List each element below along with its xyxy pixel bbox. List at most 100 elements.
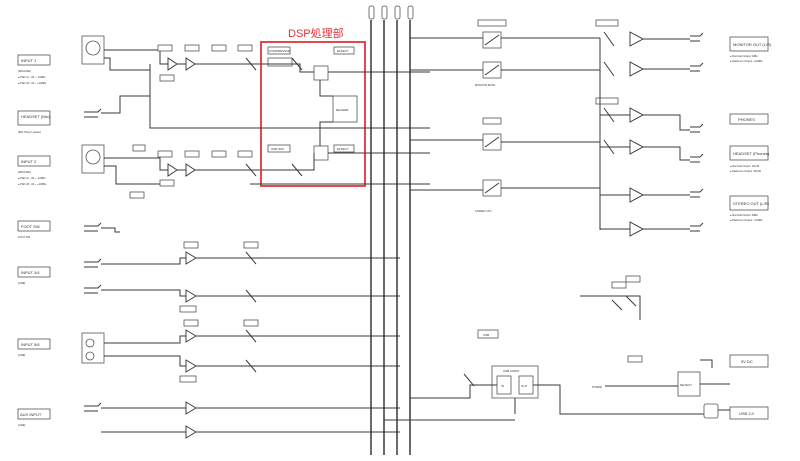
dc-in-label: 5V DC (741, 359, 753, 364)
monitor-vol-box (595, 19, 619, 27)
input-2-label: INPUT 2 (21, 159, 37, 164)
stereo-out-label: STEREO OUT (L/R) (733, 201, 770, 206)
ch1-preamp (167, 57, 178, 71)
input-5-6-block: INPUT 5/6 [LINE] (17, 338, 51, 357)
trs-jack-symbols (84, 108, 102, 412)
ch2-eq-box (184, 150, 200, 158)
monitor-out-box (729, 36, 769, 52)
stereo-out-spec2: ● Maximum Output: +10dBu (730, 218, 763, 222)
ch2-amp-2 (185, 163, 196, 177)
channel-strip-blocks (129, 44, 253, 199)
effect-ctrl-box-1 (611, 281, 627, 289)
aux-input-box (17, 408, 51, 420)
switch-3-lever (484, 136, 500, 148)
headset-line (101, 64, 250, 129)
in34-box (183, 241, 199, 249)
in56-box (183, 319, 199, 327)
monitor-mute-label-box (477, 19, 507, 27)
dsp-section-title: DSP処理部 (288, 26, 344, 40)
monitor-amp-r (629, 61, 644, 77)
dsp-frame (260, 41, 366, 187)
input-1-desc: [MIC/LINE] (18, 69, 31, 73)
aux-amp-l (185, 401, 197, 415)
ch2-line (104, 157, 300, 185)
stereo-out-box (729, 195, 769, 211)
reverb-label: REVERB (336, 108, 348, 112)
switch-1-lever (484, 34, 500, 46)
compressor-label: COMPRESSOR (269, 49, 292, 53)
in34-amp-l (185, 251, 197, 265)
stereo-amp-r (629, 221, 644, 237)
monitor-out-spec2: ● Maximum Output: +10dBu (730, 59, 763, 63)
power-label: POWER (592, 385, 602, 389)
in56-box-2 (243, 319, 259, 327)
aux-input-block: AUX INPUT [LINE] (17, 408, 51, 427)
aux-line (101, 407, 186, 433)
bus-icon-3 (394, 5, 401, 20)
ch2-small-box-3 (159, 179, 175, 187)
bus-icon-4 (407, 5, 414, 20)
horizontal-bus-feeds (196, 71, 430, 433)
effect-box-1 (333, 46, 355, 55)
monitor-mute-text: MONITOR MUTE (475, 83, 496, 87)
ch1-amp-2 (185, 57, 196, 71)
headset-mic-block: HEADSET (Mic) [MIC Plug-in power] (17, 110, 51, 134)
power-led-box (627, 355, 643, 363)
in34-box-2 (243, 241, 259, 249)
phones-box (729, 113, 769, 125)
rca-circle-l (85, 338, 95, 348)
monitor-amp-l (629, 31, 644, 47)
usb-out-label: OUT (521, 384, 528, 388)
ch2-small-box-1 (132, 144, 146, 152)
output-faders (603, 31, 615, 155)
ch2-preamp (167, 163, 178, 177)
headset-phones-spec: ● Nominal Output: 13mW (730, 164, 760, 168)
input-3-4-label: INPUT 3/4 (21, 270, 40, 275)
input-3-4-box (17, 266, 51, 278)
xlr-circle-1 (85, 40, 101, 56)
ch1-block-4 (237, 44, 253, 52)
footsw-line (101, 227, 120, 233)
headset-phones-spec2: ● Maximum Output: 30mW (730, 169, 762, 173)
headset-mic-box (17, 110, 51, 126)
usb-connector-icon (703, 403, 719, 419)
dsp-mixer-2 (313, 145, 329, 161)
detect-label: DETECT (680, 383, 692, 387)
in56-amp-r (185, 359, 197, 373)
output-switches: MONITOR MUTE STEREO OUT (410, 19, 600, 213)
foot-sw-desc: FOOT SW (18, 235, 31, 239)
dc-in-box (729, 354, 769, 368)
foot-sw-label: FOOT SW (21, 224, 40, 229)
input-2-spec1: ● PAD on: -60 ~ -16dBu (18, 176, 46, 180)
usb-fader (463, 373, 475, 387)
input-2-box (17, 155, 51, 167)
output-jack-symbols (690, 32, 704, 232)
mix-buses (368, 5, 414, 455)
input-2-desc: [MIC/LINE] (18, 170, 31, 174)
effect-ctrl-wiring (580, 295, 641, 320)
usb-in-box (496, 375, 512, 395)
ch2-gain-box (157, 150, 173, 158)
bus-icon-2 (381, 5, 388, 20)
usb-port-box (729, 406, 769, 420)
foot-sw-box (17, 220, 51, 232)
switch-2-lever (484, 64, 500, 76)
ch1-eq-box (184, 44, 200, 52)
input-1-spec1: ● PAD on: -60 ~ -16dBu (18, 75, 46, 79)
ch1-small-box (159, 74, 175, 82)
aux-amp-r (185, 425, 197, 439)
connectors (81, 35, 105, 412)
input-3-4-block: INPUT 3/4 [LINE] (17, 266, 51, 285)
usb-audio-label: USB AUDIO (503, 369, 520, 373)
effect-label-2: EFFECT (337, 147, 349, 151)
foot-sw-block: FOOT SW FOOT SW (17, 220, 51, 239)
ch1-block-3 (211, 44, 227, 52)
stereo-out-label-box (482, 117, 502, 125)
amp-sim-label: AMP SIM (271, 147, 284, 151)
feed-lines (196, 71, 430, 433)
output-amps (595, 19, 704, 237)
input-5-6-label: INPUT 5/6 (21, 342, 40, 347)
input-1-spec2: ● PAD off: -34 ~ +10dBu (18, 81, 47, 85)
in34-amp-r (185, 289, 197, 303)
headset-mic-label: HEADSET (Mic) (21, 114, 50, 119)
